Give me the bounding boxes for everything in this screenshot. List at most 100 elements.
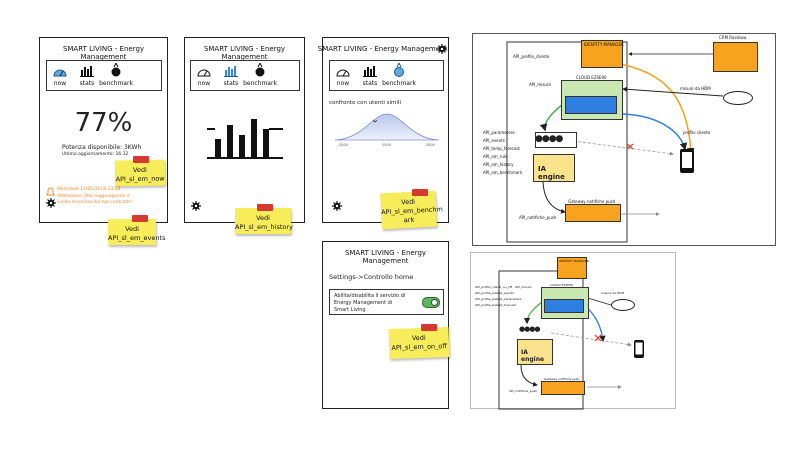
- api-item-3: API_em_rule: [483, 154, 508, 159]
- sticky-note-benchmark: Vedi API_sl_em_benchm ark: [380, 190, 443, 230]
- bell-icon: [46, 187, 55, 196]
- sticky-note-now: Vedi API_sl_em_now: [114, 159, 166, 187]
- red-pin: [132, 215, 148, 222]
- app-title: SMART LIVING - Energy Management: [317, 45, 448, 53]
- api-item-2: API_temp_forecast: [483, 146, 520, 151]
- power-available: Potenza disponibile: 3KWh: [62, 144, 142, 151]
- gateway-box: Gateway notifiche push: [565, 199, 621, 222]
- medal-icon[interactable]: [109, 63, 123, 77]
- bar-chart-icon[interactable]: [363, 65, 377, 77]
- phone-screen-stats: SMART LIVING - Energy Management now sta…: [184, 37, 305, 223]
- nav-now-label[interactable]: now: [197, 80, 211, 87]
- app-title: SMART LIVING - Energy Management: [203, 45, 286, 61]
- tick-3000: 3000: [426, 143, 435, 147]
- phone-screen-now: SMART LIVING - Energy Management now sta…: [39, 37, 168, 223]
- sticky-line-1: Vedi: [125, 225, 139, 233]
- api-misure-label: API_misure: [529, 82, 551, 87]
- api-item-3: API_profile_basket_forecast: [475, 303, 516, 307]
- speedometer-icon[interactable]: [53, 65, 67, 77]
- nav-now-label[interactable]: now: [336, 80, 350, 87]
- architecture-diagram-2: IDENTITY MANAGER CLOUD E2SE90 API_misure…: [470, 252, 676, 410]
- toggle-text-1: Abilita/disabilita il servizio di: [334, 293, 406, 299]
- ia-pool-box: [535, 132, 577, 148]
- api-item-0: API_parametere: [483, 130, 515, 135]
- sticky-line-1: Vedi: [256, 214, 270, 222]
- api-item-1: API_events: [483, 138, 505, 143]
- ia-engine-box: IA engine: [533, 154, 575, 182]
- sticky-note-on-off: Vedi API_sl_em_on_off: [388, 326, 450, 360]
- distribution-curve: [334, 113, 440, 141]
- bar-chart-icon[interactable]: [224, 65, 238, 77]
- nav-bar: now stats benchmark: [329, 60, 444, 91]
- energy-toggle-switch[interactable]: [422, 297, 440, 308]
- nav-stats-label[interactable]: stats: [79, 80, 95, 87]
- misure-label: misure da HDM: [680, 86, 711, 91]
- nav-benchmark-label[interactable]: benchmark: [99, 80, 133, 87]
- meter-ellipse: [611, 299, 635, 311]
- nav-benchmark-label[interactable]: benchmark: [243, 80, 277, 87]
- gear-icon[interactable]: [46, 198, 56, 208]
- nav-now-label[interactable]: now: [53, 80, 67, 87]
- medal-icon[interactable]: [253, 63, 267, 77]
- red-pin: [412, 189, 428, 196]
- alert-text-1: Attenzione: Stai raggiungendo il: [57, 194, 130, 199]
- api-dots: ●●●●: [535, 134, 563, 144]
- architecture-diagram-1: IDENTITY MANAGER API_profilo_cliente CRM…: [472, 33, 776, 246]
- nav-stats-label[interactable]: stats: [223, 80, 239, 87]
- meter-ellipse: [723, 91, 753, 105]
- diagram-1-connectors: [506, 41, 724, 243]
- identity-manager-box: IDENTITY MANAGER: [557, 257, 589, 279]
- api-dots: ●●●●: [519, 325, 540, 333]
- api-profilo-label: API_profilo_cliente: [513, 54, 550, 59]
- sticky-line-2: API_sl_em_events: [108, 234, 166, 242]
- energy-percent: 77%: [74, 108, 133, 138]
- toggle-text-2: Energy Management di: [334, 300, 393, 306]
- api-notifiche-label: API_notifiche_push: [509, 389, 538, 393]
- crm-label: CRM Rainbow: [719, 35, 747, 40]
- tick-2000: 2000: [339, 143, 348, 147]
- api-item-4: API_em_history: [483, 162, 514, 167]
- ia-engine-label: IA engine: [538, 165, 565, 181]
- api-item-1: API_profile_basket_events: [475, 291, 514, 295]
- speedometer-icon[interactable]: [197, 65, 211, 77]
- gear-icon[interactable]: [437, 44, 447, 54]
- medal-icon[interactable]: [392, 63, 406, 77]
- profilo-label: profilo cliente: [683, 130, 711, 135]
- sticky-note-events: Vedi API_sl_em_events: [108, 219, 166, 245]
- gear-icon[interactable]: [332, 201, 342, 211]
- sticky-note-history: Vedi API_sl_em_history: [235, 208, 293, 234]
- alert-text-2: livello massimo del tuo contratto!: [57, 200, 133, 205]
- identity-manager-label: IDENTITY MANAGER: [559, 259, 589, 263]
- nav-stats-label[interactable]: stats: [362, 80, 378, 87]
- identity-manager-label: IDENTITY MANAGER: [584, 42, 624, 47]
- api-item-5: API_em_benchmark: [483, 170, 523, 175]
- sticky-line-2: API_sl_em_history: [235, 223, 293, 231]
- smartphone-icon: [680, 149, 694, 173]
- nav-benchmark-label[interactable]: benchmark: [382, 80, 416, 87]
- app-title: SMART LIVING - Energy Management: [62, 45, 145, 61]
- app-title: SMART LIVING - Energy Management: [344, 249, 427, 265]
- api-item-0: API_profilo_clienti_on_off: [475, 285, 512, 289]
- cloud-label: CLOUD E2SE90: [550, 283, 573, 287]
- api-item-2: API_profile_basket_parametere: [475, 297, 522, 301]
- api-misure-label: API_misure: [515, 285, 532, 289]
- red-pin: [421, 324, 437, 331]
- red-pin: [257, 204, 273, 211]
- ia-engine-box: IA engine: [517, 339, 553, 365]
- crm-box: [713, 42, 758, 72]
- smartphone-icon: [634, 340, 644, 358]
- cloud-inner-box: [544, 299, 584, 313]
- cloud-label: CLOUD E2SE90: [576, 75, 607, 80]
- bar-chart-icon[interactable]: [80, 65, 94, 77]
- misure-label: misure da HDM: [601, 291, 625, 295]
- gear-icon[interactable]: [191, 201, 201, 211]
- benchmark-caption: confronto con utenti simili: [329, 100, 401, 106]
- toggle-row: Abilita/disabilita il servizio di Energy…: [329, 289, 444, 315]
- gateway-label: Gateway notifiche push: [544, 377, 580, 381]
- gateway-box: Gateway notifiche push: [541, 377, 585, 395]
- alert-date: Mercoledi 12/05/2018 13:22: [57, 187, 121, 192]
- speedometer-icon[interactable]: [336, 65, 350, 77]
- ia-engine-label: IA engine: [521, 349, 545, 363]
- cloud-inner-box: [565, 96, 617, 114]
- settings-heading: Settings->Controllo home: [329, 273, 414, 281]
